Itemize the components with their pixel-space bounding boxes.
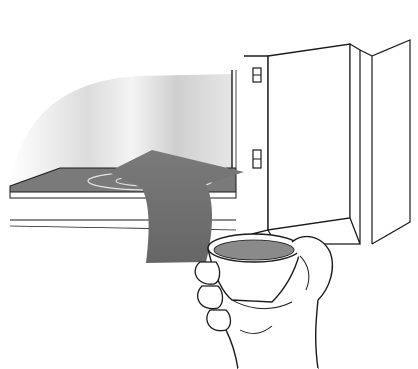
- hand-holding-cup-icon: [195, 234, 332, 369]
- cup-liquid: [214, 240, 294, 260]
- microwave-door: [268, 44, 350, 230]
- microwave-oven-icon: [244, 40, 410, 244]
